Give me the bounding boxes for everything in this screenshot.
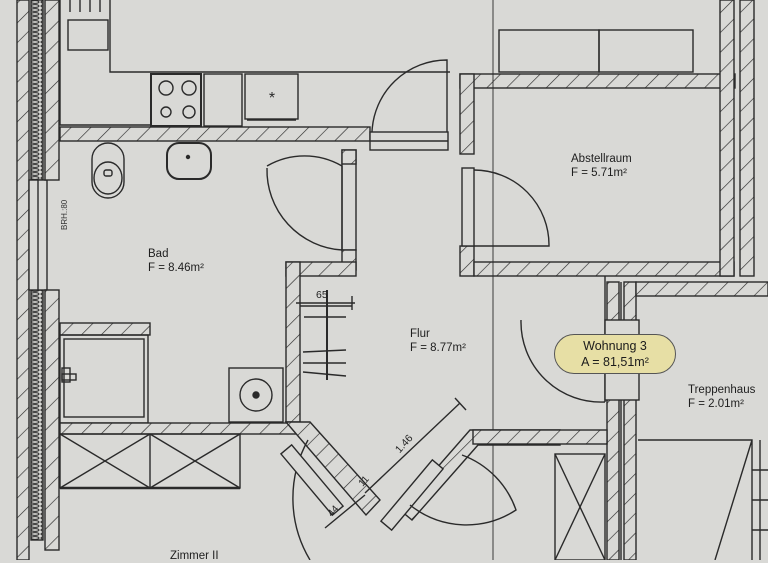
apartment-area: A = 81,51m²	[581, 355, 649, 369]
room-bad-name: Bad	[148, 248, 169, 260]
door-swing-stair	[520, 319, 606, 403]
washbasin	[166, 142, 212, 180]
svg-text:*: *	[269, 90, 275, 107]
stove	[150, 73, 202, 127]
kitchen-sink	[67, 19, 109, 51]
door-swing-storage	[473, 169, 550, 247]
toilet	[91, 142, 125, 199]
room-flur-name: Flur	[410, 328, 430, 340]
door-swing-room	[292, 439, 311, 560]
shower-tray	[63, 338, 145, 418]
wall-kitchen-bath	[59, 126, 371, 142]
storage-box	[554, 453, 606, 560]
room-treppenhaus-name: Treppenhaus	[688, 384, 756, 396]
room-treppenhaus-area: F = 2.01m²	[688, 398, 744, 410]
stairs	[638, 439, 768, 560]
room-flur: Flur F = 8.77m²	[410, 327, 466, 355]
fridge	[244, 73, 299, 120]
room-abstellraum: Abstellraum F = 5.71m²	[571, 152, 632, 180]
room-zimmer: Zimmer II	[170, 549, 219, 563]
washing-machine	[228, 367, 284, 423]
kitchen-counter	[59, 0, 450, 126]
door-swing-bath	[266, 155, 343, 251]
room-abstellraum-area: F = 5.71m²	[571, 167, 627, 179]
room-abstellraum-name: Abstellraum	[571, 153, 632, 165]
door-swing-kitchen	[371, 59, 448, 133]
room-treppenhaus: Treppenhaus F = 2.01m²	[688, 383, 755, 411]
radiator-coil	[30, 0, 44, 181]
room-bad: Bad F = 8.46m²	[148, 247, 204, 275]
room-zimmer-name: Zimmer II	[170, 550, 219, 562]
door-swing-diag	[409, 454, 517, 526]
exterior-wall-left	[16, 0, 30, 560]
room-bad-area: F = 8.46m²	[148, 262, 204, 274]
apartment-badge: Wohnung 3 A = 81,51m²	[554, 334, 676, 374]
apartment-name: Wohnung 3	[583, 339, 647, 353]
window-sill-height-label: BRH.:80	[60, 199, 69, 230]
cabinet	[498, 29, 600, 73]
room-flur-area: F = 8.77m²	[410, 342, 466, 354]
dimension-65: 65	[316, 289, 328, 301]
